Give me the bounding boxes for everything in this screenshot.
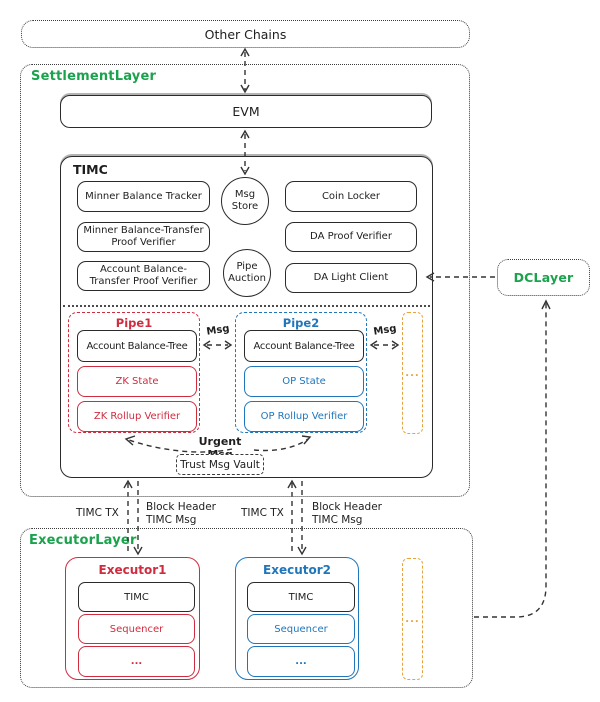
coin-locker-label: Coin Locker (321, 190, 381, 202)
executor2-timc-label: TIMC (288, 591, 314, 603)
block-header-timc-msg-label-1: Block Header TIMC Msg (146, 501, 216, 526)
arrowhead-up-dclayer (541, 299, 551, 310)
timc-tx-label-1: TIMC TX (76, 507, 119, 519)
timc-msg-label-1: TIMC Msg (146, 513, 197, 526)
executor2-title: Executor2 (263, 563, 331, 577)
timc-label: TIMC (73, 162, 108, 177)
pipe1-zk-state-label: ZK State (115, 376, 159, 387)
pipe1-zk-rollup-verifier-box: ZK Rollup Verifier (77, 401, 197, 432)
pipe1-zk-state-box: ZK State (77, 366, 197, 397)
evm-label: EVM (232, 104, 260, 119)
account-balance-transfer-proof-verifier-label: Account Balance-Transfer Proof Verifier (89, 264, 198, 287)
pipe2-account-balance-tree-box: Account Balance-Tree (244, 330, 364, 362)
other-chains-label: Other Chains (204, 26, 287, 42)
da-proof-verifier-box: DA Proof Verifier (285, 222, 417, 252)
block-header-label-1: Block Header (146, 501, 216, 513)
da-light-client-label: DA Light Client (313, 272, 389, 283)
executor2-more-dots: ... (295, 656, 307, 667)
evm-box: EVM (60, 95, 432, 128)
executor1-container: Executor1 TIMC Sequencer ... (65, 557, 200, 680)
pipe2-title: Pipe2 (282, 316, 320, 330)
executor2-timc-box: TIMC (247, 582, 355, 612)
timc-separator (63, 305, 430, 307)
executor1-more-box: ... (78, 646, 195, 677)
coin-locker-box: Coin Locker (285, 181, 417, 212)
pipe-auction-label: Pipe Auction (228, 261, 266, 284)
executor1-timc-box: TIMC (78, 582, 195, 612)
minner-balance-tracker-label: Minner Balance Tracker (85, 190, 202, 202)
executor2-sequencer-box: Sequencer (247, 614, 355, 644)
executor-layer-label: ExecutorLayer (29, 533, 137, 548)
pipe1-title: Pipe1 (115, 316, 153, 330)
settlement-layer-label: SettlementLayer (31, 69, 157, 84)
da-proof-verifier-label: DA Proof Verifier (310, 231, 392, 242)
executor1-title: Executor1 (98, 563, 167, 577)
pipe-auction-circle: Pipe Auction (223, 249, 271, 297)
other-chains-box: Other Chains (21, 20, 470, 48)
timc-msg-label-2: TIMC Msg (312, 513, 363, 526)
more-executors-placeholder: ... (402, 558, 423, 680)
block-header-label-2: Block Header (312, 501, 382, 513)
minner-balance-transfer-proof-verifier-label: Minner Balance-Transfer Proof Verifier (83, 225, 204, 248)
pipe2-op-state-box: OP State (244, 366, 364, 397)
executor1-sequencer-label: Sequencer (109, 623, 164, 635)
executor2-sequencer-label: Sequencer (274, 623, 328, 635)
minner-balance-tracker-box: Minner Balance Tracker (77, 181, 210, 212)
executor2-more-box: ... (247, 646, 355, 677)
account-balance-transfer-proof-verifier-box: Account Balance-Transfer Proof Verifier (77, 261, 210, 291)
executor2-container: Executor2 TIMC Sequencer ... (235, 557, 359, 680)
pipe2-container: Pipe2 Account Balance-Tree OP State OP R… (235, 312, 367, 433)
trust-msg-vault-label: Trust Msg Vault (180, 458, 260, 471)
pipe1-account-balance-tree-label: Account Balance-Tree (86, 340, 188, 352)
arrow-executorlayer-dclayer (474, 303, 547, 618)
pipe2-op-state-label: OP State (282, 376, 326, 387)
dc-layer-box: DCLayer (497, 259, 590, 296)
msg-store-circle: Msg Store (221, 177, 269, 225)
minner-balance-transfer-proof-verifier-box: Minner Balance-Transfer Proof Verifier (77, 222, 210, 252)
timc-tx-label-2: TIMC TX (241, 507, 284, 519)
more-pipes-placeholder: ... (402, 312, 423, 434)
arrowhead-up-otherchains (240, 47, 250, 57)
more-executors-dots: ... (405, 613, 420, 625)
pipe1-container: Pipe1 Account Balance-Tree ZK State ZK R… (68, 312, 200, 433)
more-pipes-dots: ... (405, 367, 420, 379)
executor1-timc-label: TIMC (124, 591, 149, 603)
pipe1-account-balance-tree-box: Account Balance-Tree (77, 330, 197, 362)
da-light-client-box: DA Light Client (285, 263, 417, 293)
block-header-timc-msg-label-2: Block Header TIMC Msg (312, 501, 382, 526)
executor1-more-dots: ... (130, 656, 143, 667)
trust-msg-vault-box: Trust Msg Vault (176, 454, 264, 475)
dc-layer-label: DCLayer (513, 270, 574, 285)
pipe1-zk-rollup-verifier-label: ZK Rollup Verifier (93, 411, 181, 422)
executor1-sequencer-box: Sequencer (78, 614, 195, 644)
pipe2-op-rollup-verifier-box: OP Rollup Verifier (244, 401, 364, 432)
msg-store-label: Msg Store (231, 189, 259, 212)
executor-layer-box: ExecutorLayer (20, 528, 473, 688)
pipe2-account-balance-tree-label: Account Balance-Tree (253, 340, 355, 352)
pipe2-op-rollup-verifier-label: OP Rollup Verifier (260, 411, 348, 422)
